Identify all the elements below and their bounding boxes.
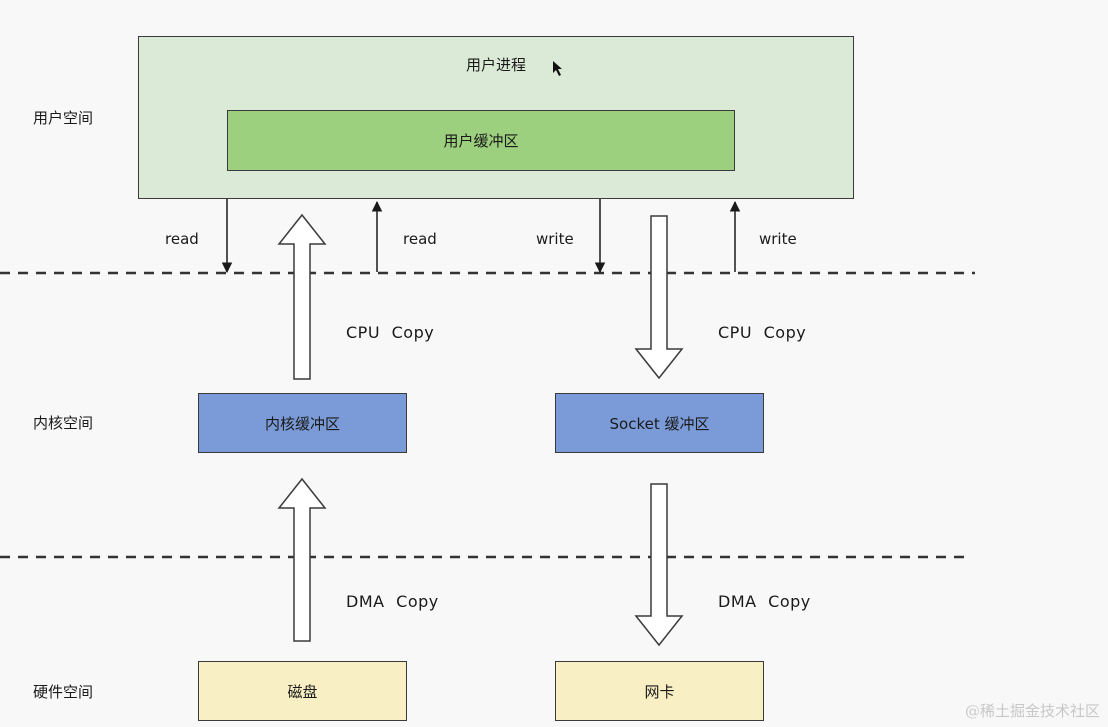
dma-copy-left-label: DMA Copy — [346, 592, 439, 611]
disk-label: 磁盘 — [287, 682, 318, 701]
cpu-copy-down-arrow — [634, 215, 684, 380]
write-down-label: write — [536, 230, 574, 248]
write-up-label: write — [759, 230, 797, 248]
user-process-label: 用户进程 — [465, 56, 526, 74]
dma-copy-down-arrow — [634, 483, 684, 647]
disk-box: 磁盘 — [198, 661, 407, 721]
kernel-buffer-box: 内核缓冲区 — [198, 393, 407, 453]
socket-buffer-label: Socket 缓冲区 — [609, 414, 710, 433]
nic-box: 网卡 — [555, 661, 764, 721]
kernel-buffer-label: 内核缓冲区 — [264, 414, 340, 433]
dma-copy-up-arrow — [277, 477, 327, 642]
user-buffer-box: 用户缓冲区 — [227, 110, 735, 171]
dma-copy-right-label: DMA Copy — [718, 592, 811, 611]
read-up-label: read — [403, 230, 437, 248]
cpu-copy-left-label: CPU Copy — [346, 323, 435, 342]
user-process-box: 用户进程 用户缓冲区 — [138, 36, 854, 199]
cpu-copy-up-arrow — [277, 213, 327, 380]
socket-buffer-box: Socket 缓冲区 — [555, 393, 764, 453]
cpu-copy-right-label: CPU Copy — [718, 323, 807, 342]
nic-label: 网卡 — [644, 682, 675, 701]
cursor-icon — [553, 61, 562, 76]
hardware-space-label: 硬件空间 — [33, 683, 94, 701]
watermark: @稀土掘金技术社区 — [964, 702, 1100, 720]
kernel-space-label: 内核空间 — [33, 414, 94, 432]
user-space-label: 用户空间 — [33, 109, 94, 127]
user-buffer-label: 用户缓冲区 — [443, 132, 519, 150]
read-down-label: read — [165, 230, 199, 248]
